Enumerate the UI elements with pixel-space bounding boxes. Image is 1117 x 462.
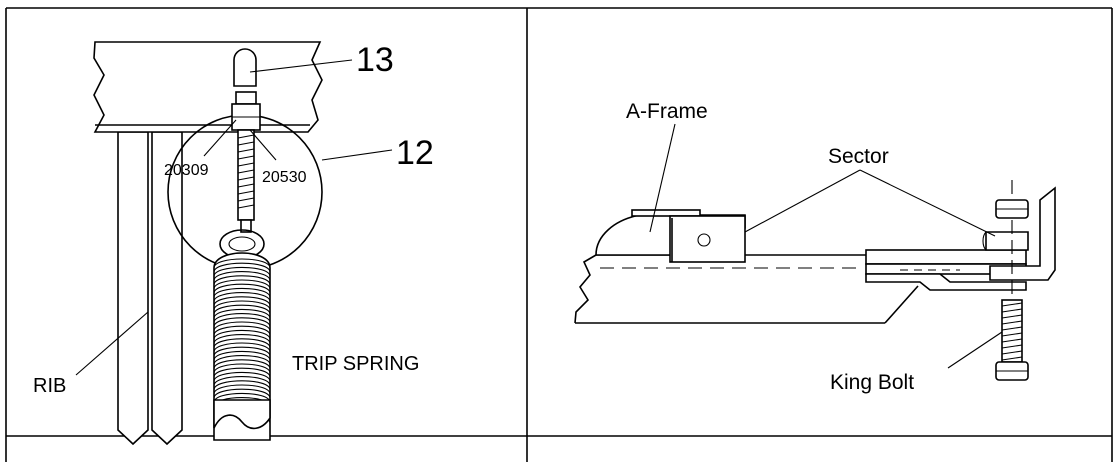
spring-coil bbox=[213, 300, 271, 311]
king-bolt-assembly-drawing bbox=[574, 123, 1056, 381]
spring-coil bbox=[213, 262, 271, 273]
frame-member-drawing bbox=[93, 41, 323, 133]
sector-plates-drawing bbox=[865, 249, 1027, 291]
left-leader-lines bbox=[75, 59, 393, 376]
spring-coil bbox=[213, 338, 271, 349]
spring-coil bbox=[213, 296, 271, 307]
spring-coil bbox=[213, 350, 271, 361]
spring-coil bbox=[213, 292, 271, 302]
spring-coil bbox=[213, 363, 271, 374]
spring-coil bbox=[213, 371, 271, 382]
spring-coil bbox=[213, 325, 271, 336]
right-leader-lines bbox=[649, 123, 1003, 369]
spring-coil bbox=[213, 304, 271, 315]
callout-13: 13 bbox=[356, 41, 394, 79]
spring-coil bbox=[213, 384, 271, 395]
trip-spring-assembly-drawing bbox=[75, 41, 393, 446]
spring-break-end bbox=[213, 399, 271, 430]
spring-coil bbox=[213, 380, 271, 391]
hanger-pin-drawing bbox=[233, 48, 257, 87]
spring-coil bbox=[213, 355, 271, 365]
rib-drawing bbox=[117, 131, 183, 446]
callout-20530: 20530 bbox=[262, 169, 307, 186]
angle-bracket-drawing bbox=[982, 186, 1056, 281]
spring-coil bbox=[213, 308, 271, 319]
spring-coil bbox=[213, 329, 271, 340]
king-bolt-drawing bbox=[995, 180, 1029, 381]
spring-coil bbox=[213, 359, 271, 370]
spring-coil bbox=[213, 275, 271, 286]
spring-coil bbox=[213, 258, 271, 269]
spring-coil bbox=[213, 376, 271, 386]
spring-coil bbox=[213, 287, 271, 298]
callout-king-bolt: King Bolt bbox=[830, 371, 914, 394]
callout-rib: RIB bbox=[33, 375, 66, 397]
callout-a-frame: A-Frame bbox=[626, 100, 708, 123]
a-frame-drawing bbox=[595, 209, 746, 263]
spring-coil bbox=[213, 283, 271, 294]
spring-coil bbox=[213, 388, 271, 399]
spring-coil bbox=[213, 266, 271, 277]
spring-coil bbox=[213, 367, 271, 378]
spring-coil bbox=[213, 342, 271, 353]
trip-spring-coils bbox=[213, 252, 271, 441]
callout-sector: Sector bbox=[828, 145, 889, 168]
eye-bolt-drawing bbox=[219, 91, 265, 259]
callout-20309: 20309 bbox=[164, 162, 209, 179]
spring-coil bbox=[213, 334, 271, 344]
panel-frames bbox=[5, 7, 1113, 462]
spring-coil bbox=[213, 313, 271, 323]
spring-coil bbox=[213, 321, 271, 332]
callout-trip-spring: TRIP SPRING bbox=[292, 353, 419, 375]
callout-12: 12 bbox=[396, 134, 434, 172]
spring-coil bbox=[213, 279, 271, 290]
spring-coil bbox=[213, 346, 271, 357]
spring-coil bbox=[213, 317, 271, 328]
spring-coil bbox=[213, 271, 271, 281]
